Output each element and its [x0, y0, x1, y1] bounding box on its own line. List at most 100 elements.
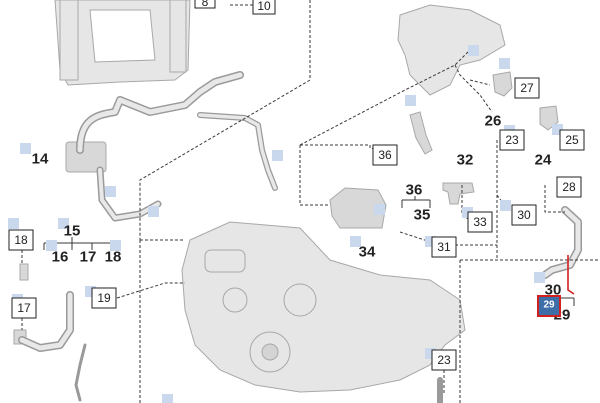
sensor-27-part — [492, 71, 513, 97]
marker — [350, 236, 361, 247]
callout-text-10: 10 — [257, 0, 271, 13]
bracket-32-part — [442, 182, 475, 205]
marker — [85, 286, 96, 297]
callout-15[interactable]: 15 — [64, 223, 81, 240]
callout-34[interactable]: 34 — [359, 244, 376, 261]
boxed-callout-text: 8 10 27 23 25 36 28 30 33 31 18 19 17 23 — [14, 0, 579, 367]
callout-box-27[interactable] — [514, 77, 540, 99]
marker — [534, 272, 545, 283]
valve-block-part — [65, 141, 107, 173]
upper-bracket-part — [397, 4, 506, 96]
leader-28 — [544, 185, 565, 213]
hose-left-lower-inner — [19, 292, 73, 351]
marker — [405, 95, 416, 106]
marker — [46, 240, 57, 251]
callout-box-17[interactable] — [11, 297, 37, 319]
marker — [8, 218, 19, 229]
hose-right-return-inner — [542, 207, 581, 278]
marker — [58, 218, 69, 229]
leader-26 — [454, 64, 493, 113]
part-illustrations — [13, 0, 559, 393]
callout-box-31[interactable] — [431, 236, 457, 258]
hose-illustrations — [18, 71, 582, 403]
marker — [425, 348, 436, 359]
leader-19 — [116, 282, 185, 299]
marker — [552, 124, 563, 135]
intake-manifold — [204, 249, 246, 273]
callout-text-36: 36 — [378, 148, 392, 162]
callout-box-19[interactable] — [91, 287, 117, 309]
selected-callout[interactable]: 29 — [537, 295, 561, 317]
engine-block-part — [181, 221, 466, 393]
sensor-18-part — [19, 263, 29, 281]
bracket-36-35 — [401, 196, 431, 208]
callout-text-33: 33 — [473, 215, 487, 229]
hose-upper-main-inner — [77, 72, 243, 153]
marker — [500, 200, 511, 211]
callout-text-23a: 23 — [505, 133, 519, 147]
hose-mid-inner — [198, 113, 277, 190]
boxed-callouts — [8, 0, 585, 371]
marker — [105, 186, 116, 197]
selected-callout-text: 29 — [543, 300, 555, 311]
callout-32[interactable]: 32 — [457, 152, 474, 169]
callout-18-plain[interactable]: 18 — [105, 249, 122, 266]
engine-pulley-small — [222, 287, 248, 313]
callout-text-28: 28 — [562, 180, 576, 194]
turbo-housing — [283, 283, 317, 317]
control-unit-part — [329, 187, 387, 229]
sensor-clip-part — [409, 111, 433, 155]
wiring-lower-left — [74, 343, 87, 402]
marker — [374, 204, 385, 215]
marker — [468, 45, 479, 56]
callout-16[interactable]: 16 — [52, 249, 69, 266]
callout-26[interactable]: 26 — [485, 113, 502, 130]
leader-36-right — [299, 145, 330, 206]
leader-36-top — [300, 144, 381, 151]
callout-text-31: 31 — [437, 240, 451, 254]
callout-35[interactable]: 35 — [414, 207, 431, 224]
marker — [148, 206, 159, 217]
callout-text-25: 25 — [565, 133, 579, 147]
callout-box-10[interactable] — [252, 0, 276, 15]
plain-callouts: 26 24 32 14 36 35 34 15 16 17 18 30 29 — [32, 113, 571, 324]
callout-box-30[interactable] — [511, 204, 537, 226]
callout-24[interactable]: 24 — [535, 152, 552, 169]
marker — [162, 394, 173, 403]
radiator-frame-post — [59, 0, 79, 81]
bracket-15 — [43, 237, 116, 250]
callout-box-28[interactable] — [556, 176, 582, 198]
selected-callout-box[interactable] — [537, 295, 561, 317]
callout-text-17: 17 — [17, 301, 31, 315]
radiator-frame-post-right — [169, 0, 187, 73]
callout-text-18: 18 — [14, 233, 28, 247]
leader-27 — [469, 79, 491, 86]
marker — [20, 143, 31, 154]
callout-box-23a[interactable] — [499, 129, 525, 151]
marker — [499, 58, 510, 69]
marker — [110, 240, 121, 251]
callout-box-36[interactable] — [372, 144, 398, 166]
highlight-leader — [567, 255, 575, 295]
callout-14[interactable]: 14 — [32, 151, 49, 168]
callout-17-plain[interactable]: 17 — [80, 249, 97, 266]
callout-box-33[interactable] — [467, 211, 493, 233]
callout-text-30: 30 — [517, 208, 531, 222]
leader-sensor — [299, 49, 471, 146]
marker — [272, 150, 283, 161]
callout-text-19: 19 — [97, 291, 111, 305]
callout-30-plain[interactable]: 30 — [545, 282, 562, 299]
marker — [425, 236, 436, 247]
callout-box-25[interactable] — [559, 129, 585, 151]
callout-box-18[interactable] — [8, 229, 34, 251]
callout-36-plain[interactable]: 36 — [406, 182, 423, 199]
hose-down-inner — [98, 168, 160, 220]
callout-text-23b: 23 — [437, 353, 451, 367]
callout-box-8[interactable] — [194, 0, 216, 9]
callout-box-23b[interactable] — [431, 349, 457, 371]
callout-text-27: 27 — [520, 81, 534, 95]
leader-vertical-center — [139, 0, 311, 240]
callout-text-8: 8 — [202, 0, 209, 9]
